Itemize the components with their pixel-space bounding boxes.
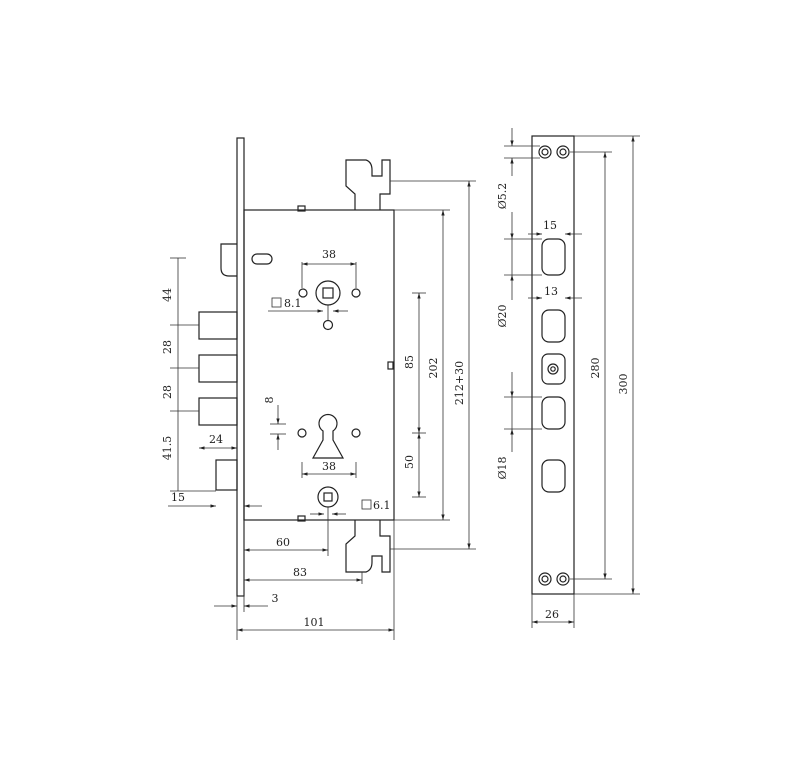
dim-41-5: 41.5 bbox=[161, 436, 174, 461]
bottom-dimensions: 60 83 3 101 bbox=[214, 520, 395, 640]
dim-60: 60 bbox=[276, 536, 290, 549]
strike-opening-1 bbox=[541, 238, 566, 276]
dim-15-left: 15 bbox=[171, 491, 185, 504]
deadbolt-4 bbox=[215, 459, 238, 491]
dim-3: 3 bbox=[272, 592, 279, 605]
dim-28a: 28 bbox=[161, 340, 174, 354]
inner-dimensions: 38 8.1 8 38 6.1 85 50 202 bbox=[263, 180, 476, 550]
deadbolt-2 bbox=[198, 354, 238, 383]
strike-opening-3 bbox=[541, 396, 566, 430]
dim-83: 83 bbox=[293, 566, 307, 579]
dim-24: 24 bbox=[209, 433, 223, 446]
dim-15-plate: 15 bbox=[543, 219, 557, 232]
latch-bolt bbox=[220, 243, 237, 277]
strike-opening-2 bbox=[541, 309, 566, 343]
dim-212-30: 212+30 bbox=[453, 361, 466, 405]
deadbolt-1 bbox=[198, 311, 238, 340]
dim-50: 50 bbox=[403, 455, 416, 469]
dim-28b: 28 bbox=[161, 385, 174, 399]
dim-300: 300 bbox=[617, 374, 630, 395]
strike-plate bbox=[531, 135, 575, 595]
dim-101: 101 bbox=[304, 616, 325, 629]
spindle-hub-top bbox=[315, 280, 341, 306]
dim-13: 13 bbox=[544, 285, 558, 298]
dim-8: 8 bbox=[263, 397, 276, 404]
dim-sq-6-1: 6.1 bbox=[373, 499, 391, 512]
dim-sq-8-1: 8.1 bbox=[284, 297, 302, 310]
dim-85: 85 bbox=[403, 355, 416, 369]
dim-38-top: 38 bbox=[322, 248, 336, 261]
dim-38-mid: 38 bbox=[322, 460, 336, 473]
strike-round-hub bbox=[541, 353, 566, 385]
faceplate bbox=[236, 137, 245, 597]
top-hook bbox=[345, 159, 391, 210]
strike-plate-outline bbox=[531, 135, 575, 595]
dim-26: 26 bbox=[545, 608, 559, 621]
dim-280: 280 bbox=[589, 358, 602, 379]
cylinder-cutout bbox=[311, 413, 345, 459]
dim-202: 202 bbox=[427, 358, 440, 379]
dim-dia-20: Ø20 bbox=[496, 304, 509, 327]
dim-dia-18: Ø18 bbox=[496, 456, 509, 479]
left-dimensions: 44 28 28 41.5 24 15 bbox=[161, 257, 262, 508]
bottom-hook bbox=[345, 520, 391, 573]
strike-plate-dimensions: Ø5.2 15 Ø20 13 Ø18 280 300 bbox=[496, 128, 640, 628]
lock-body bbox=[198, 137, 395, 597]
spindle-hub-bottom bbox=[317, 486, 339, 508]
strike-opening-4 bbox=[541, 459, 566, 493]
deadbolt-3 bbox=[198, 397, 238, 426]
slot bbox=[251, 253, 273, 265]
dim-dia-5-2: Ø5.2 bbox=[496, 183, 509, 210]
lock-case bbox=[243, 209, 395, 521]
dim-44: 44 bbox=[161, 288, 174, 302]
